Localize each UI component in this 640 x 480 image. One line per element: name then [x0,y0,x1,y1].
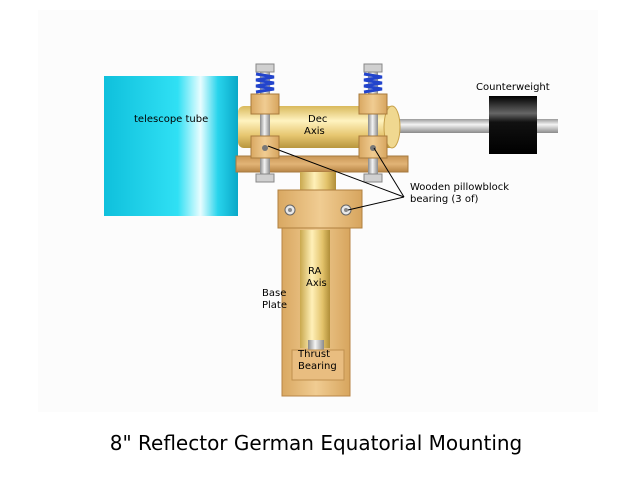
thrust-bearing-label-line1: Thrust [297,349,330,360]
dec-axis-label-line2: Axis [304,126,325,137]
thrust-bearing-label-line2: Bearing [298,361,337,372]
dec-bolt-right [368,66,378,182]
spring-right [363,72,383,94]
counterweight-label: Counterweight [476,82,550,93]
thrust-bearing-block [291,349,345,381]
pillowblock-label-line2: bearing (3 of) [410,194,478,205]
telescope-tube-label: telescope tube [134,114,208,125]
pillowblock-left-bolt [262,145,268,151]
dec-nut-right-top [363,63,383,73]
counterweight [489,96,537,154]
pillowblock-label-line1: Wooden pillowblock [410,182,509,193]
pillowblock-leaders [267,145,405,211]
dec-axis-label-line1: Dec [308,114,327,125]
dec-nut-left-top [255,63,275,73]
ra-axis-label-line2: Axis [306,278,327,289]
dec-pillowblock-left [250,63,280,183]
pillowblock-left-top [250,93,280,115]
dec-nut-left-bottom [255,173,275,183]
ra-bolt-left-core [288,208,292,212]
leader-ra [347,196,405,211]
leader-left-dec [267,145,405,198]
spring-left [255,72,275,94]
ra-axis-inner [300,230,330,348]
ra-bolt-right-core [344,208,348,212]
dec-nut-right-bottom [363,173,383,183]
ra-axis-label-line1: RA [308,266,322,277]
base-plate-label-line1: Base [262,288,286,299]
dec-pillowblock-right [358,63,388,183]
dec-bolt-left [260,66,270,182]
pillowblock-right-top [358,93,388,115]
dec-axis-end [383,105,401,149]
diagram-title: 8" Reflector German Equatorial Mounting [110,431,523,455]
telescope-tube [104,76,238,216]
base-plate-label-line2: Plate [262,300,287,311]
leader-right-dec [373,147,405,198]
